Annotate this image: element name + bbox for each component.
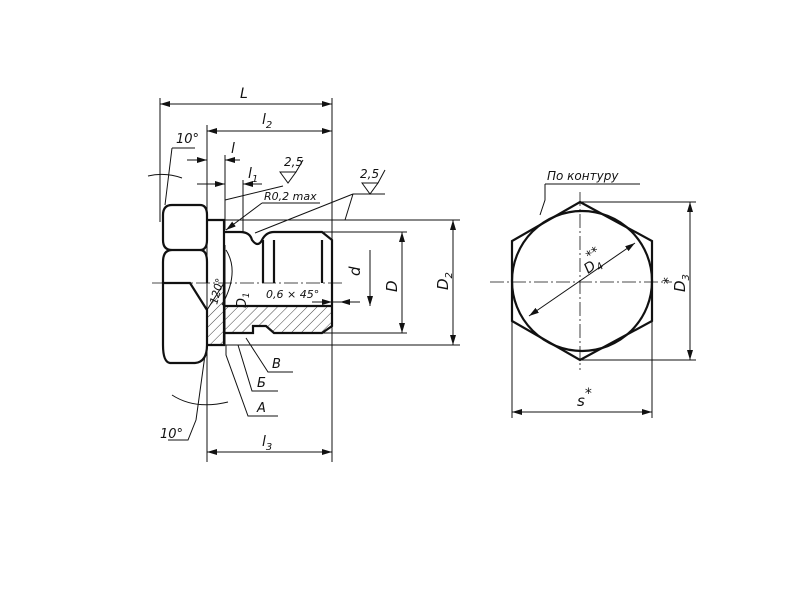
label-d: d bbox=[346, 266, 364, 276]
chamfer-circle bbox=[510, 209, 654, 353]
hexagon bbox=[510, 200, 654, 362]
hex-head bbox=[161, 203, 209, 283]
label-angle-bottom: 10° bbox=[160, 427, 183, 442]
label-l: l bbox=[231, 141, 235, 157]
side-view: L l2 l l1 10° 2,5 2,5 R0,2 max 120° D1 0… bbox=[147, 86, 460, 462]
label-D2: D2 bbox=[434, 272, 455, 290]
label-D1: D1 bbox=[235, 292, 252, 308]
label-D: D bbox=[383, 280, 401, 292]
label-radius: R0,2 max bbox=[264, 190, 317, 203]
label-s: s* bbox=[577, 386, 592, 410]
roughness-2: 2,5 bbox=[360, 167, 379, 181]
label-L: L bbox=[240, 86, 248, 102]
label-l1: l1 bbox=[248, 166, 258, 185]
dim-D4 bbox=[528, 242, 636, 317]
end-view: D4** По контуру D3* s* bbox=[490, 169, 696, 418]
label-D3: D3* bbox=[661, 274, 692, 292]
label-chamfer: 0,6 × 45° bbox=[266, 288, 319, 301]
roughness-1: 2,5 bbox=[284, 155, 303, 169]
contour-note: По контуру bbox=[547, 169, 619, 183]
label-l3: l3 bbox=[262, 434, 272, 453]
hex-head-section bbox=[161, 281, 209, 365]
label-D4: D4** bbox=[576, 244, 611, 280]
label-B: В bbox=[272, 357, 281, 372]
label-A: А bbox=[256, 401, 266, 416]
label-Be: Б bbox=[257, 376, 266, 391]
body-section bbox=[223, 305, 333, 334]
label-angle-top: 10° bbox=[176, 132, 199, 147]
label-l2: l2 bbox=[262, 112, 272, 131]
threaded-body bbox=[224, 230, 334, 335]
